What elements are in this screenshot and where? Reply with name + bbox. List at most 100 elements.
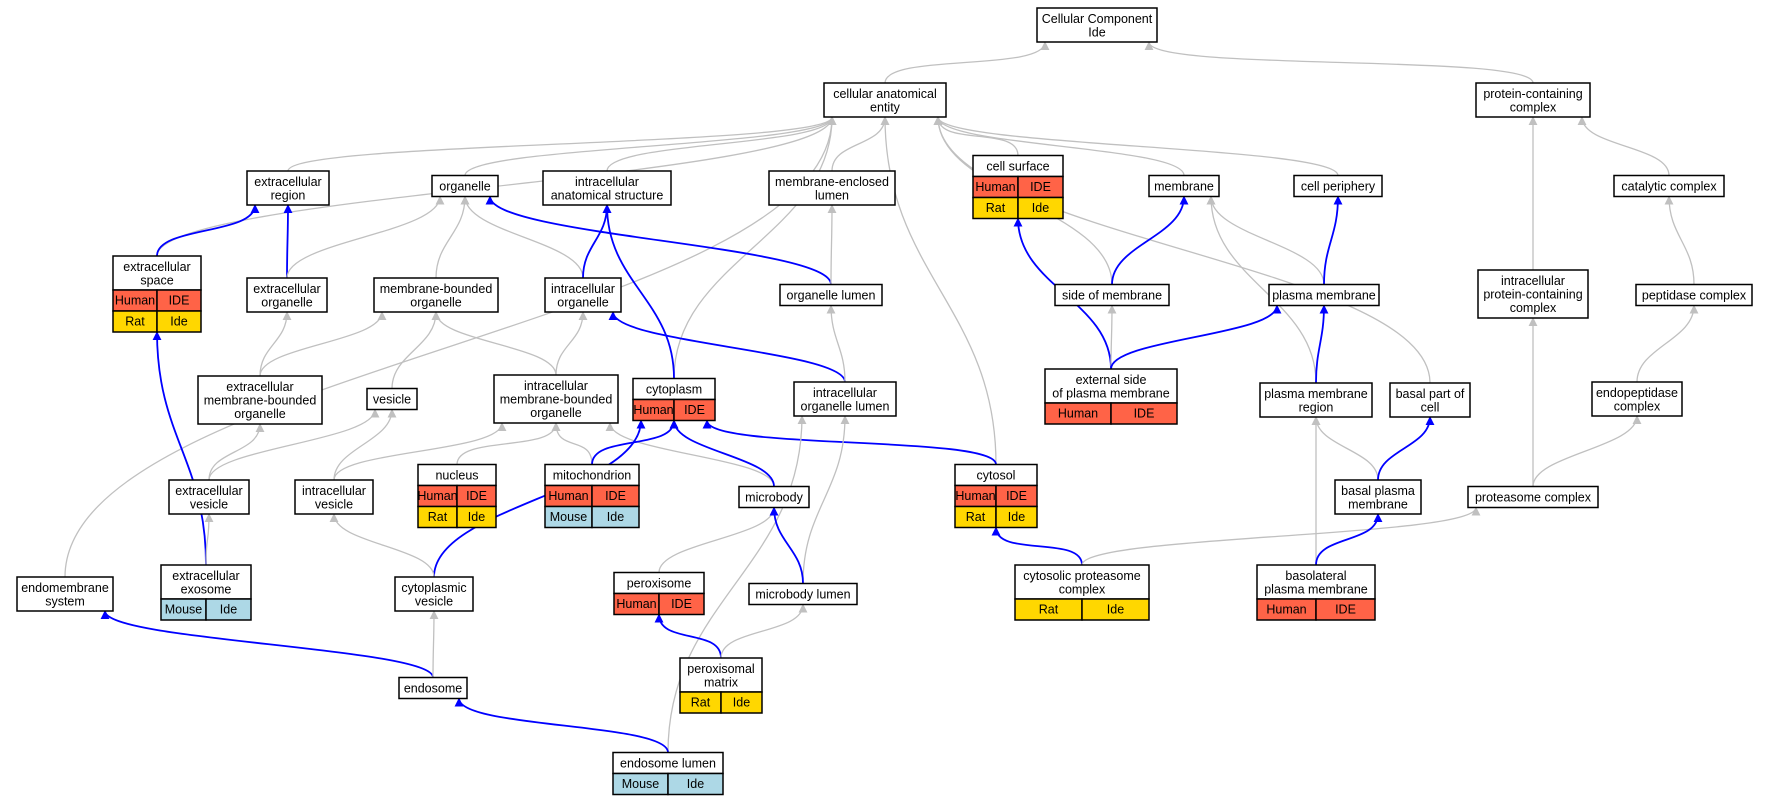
node-side-of-membrane[interactable]: side of membrane (1054, 283, 1170, 307)
node-label-line: microbody (745, 491, 803, 505)
node-cell-periphery[interactable]: cell periphery (1293, 174, 1383, 198)
node-label-line: peroxisomal (687, 662, 754, 676)
node-label-line: intracellular (524, 379, 588, 393)
node-label-line: proteasome complex (1475, 491, 1592, 505)
node-label-line: membrane-bounded (380, 282, 493, 296)
node-microbody[interactable]: microbody (738, 485, 810, 509)
node-peptidase-complex[interactable]: peptidase complex (1635, 283, 1753, 307)
node-box (246, 277, 328, 313)
node-label-line: vesicle (373, 393, 411, 407)
edge-endosome-to-endomembrane-system (100, 610, 434, 678)
node-box (1293, 174, 1383, 198)
species-label: Human (616, 597, 656, 611)
evidence-label: Ide (1107, 603, 1124, 617)
species-label: Mouse (622, 777, 660, 791)
species-label: Human (417, 489, 457, 503)
node-vesicle[interactable]: vesicle (366, 387, 418, 411)
edge-basal-part-of-cell-to-cellular-anatomical-entity (933, 116, 1431, 384)
evidence-label: Ide (468, 510, 485, 524)
edge-endopeptidase-complex-to-peptidase-complex (1636, 304, 1699, 383)
edge-intracellular-membrane-bounded-organelle-to-intracellular-organelle (555, 311, 588, 376)
edge-basal-plasma-membrane-to-plasma-membrane-region (1311, 416, 1379, 481)
node-label-line: plasma membrane (1264, 387, 1368, 401)
evidence-cell (667, 772, 724, 796)
evidence-label: Ide (733, 696, 750, 710)
edge-vesicle-to-membrane-bounded-organelle (391, 311, 441, 389)
node-endosome[interactable]: endosome (398, 676, 468, 700)
evidence-cell (591, 505, 640, 529)
node-label-line: lumen (815, 188, 849, 202)
edge-cytoplasmic-vesicle-to-cytoplasm (433, 419, 646, 578)
node-box (1334, 479, 1422, 515)
node-proteasome-complex[interactable]: proteasome complex (1467, 485, 1599, 509)
node-box (544, 277, 622, 313)
node-label-line: complex (1510, 301, 1557, 315)
edge-cytoplasmic-vesicle-to-intracellular-vesicle (329, 513, 435, 578)
edge-extracellular-vesicle-to-extracellular-membrane-bounded-organelle (208, 423, 265, 481)
node-label-line: peptidase complex (1642, 289, 1747, 303)
node-label-line: extracellular (254, 175, 321, 189)
edge-extracellular-organelle-to-extracellular-region (283, 204, 293, 279)
evidence-label: IDE (671, 597, 692, 611)
evidence-label: IDE (1030, 180, 1051, 194)
node-label-line: endopeptidase (1596, 386, 1678, 400)
node-label-line: intracellular (1501, 274, 1565, 288)
node-label-line: nucleus (435, 469, 478, 483)
node-organelle-lumen[interactable]: organelle lumen (779, 283, 883, 307)
node-box (748, 582, 858, 606)
edge-membrane-enclosed-lumen-to-cellular-anatomical-entity (831, 116, 890, 172)
node-microbody-lumen[interactable]: microbody lumen (748, 582, 858, 606)
evidence-cell (156, 310, 202, 333)
evidence-cell (456, 505, 497, 529)
node-plasma-membrane[interactable]: plasma membrane (1268, 283, 1380, 307)
edge-peroxisomal-matrix-to-peroxisome (654, 613, 722, 659)
node-membrane[interactable]: membrane (1148, 174, 1220, 198)
node-label-line: basolateral (1285, 569, 1346, 583)
node-catalytic-complex[interactable]: catalytic complex (1613, 174, 1725, 198)
node-label-line: endosome (404, 682, 462, 696)
edge-extracellular-region-to-cellular-anatomical-entity (287, 116, 837, 172)
node-organelle[interactable]: organelle (431, 174, 499, 198)
node-label-line: of plasma membrane (1052, 386, 1169, 400)
edge-peptidase-complex-to-catalytic-complex (1664, 195, 1695, 285)
node-label-line: organelle (557, 295, 608, 309)
evidence-label: IDE (169, 294, 190, 308)
